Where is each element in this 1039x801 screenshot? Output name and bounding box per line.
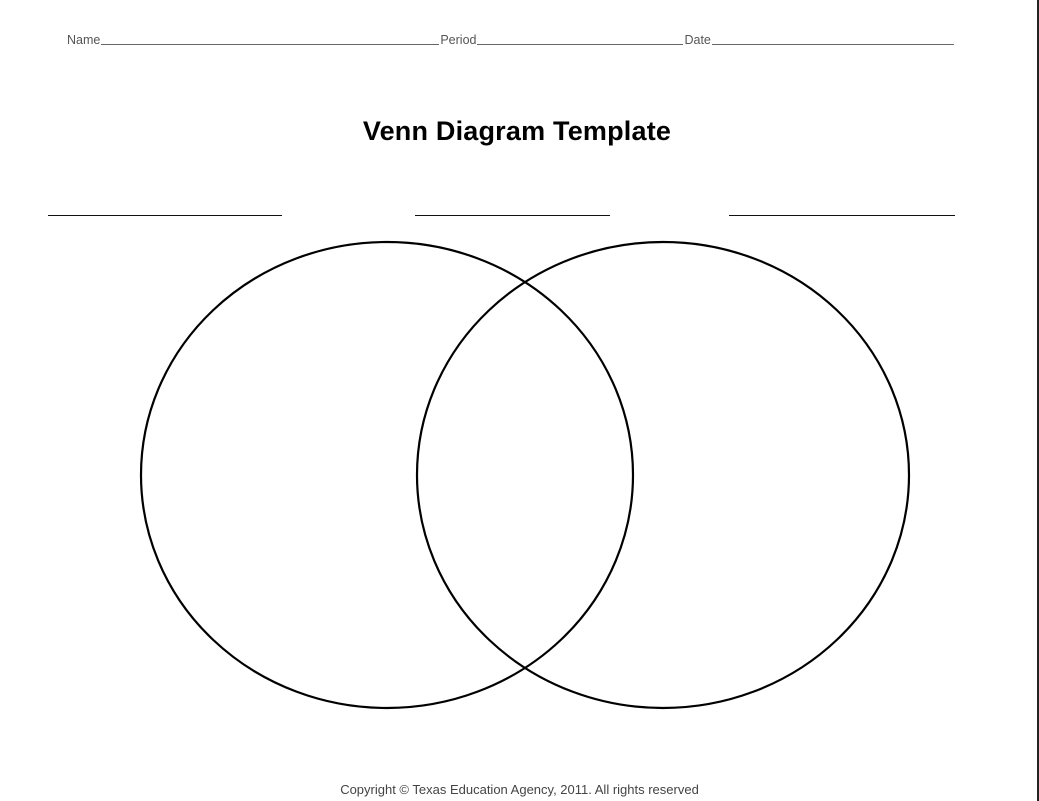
overlap-label-line[interactable] — [415, 215, 610, 216]
right-set-label-line[interactable] — [729, 215, 955, 216]
left-set-label-line[interactable] — [48, 215, 282, 216]
right-circle[interactable] — [415, 240, 911, 710]
page-title: Venn Diagram Template — [362, 116, 672, 146]
date-label: Date — [684, 33, 711, 47]
date-blank[interactable] — [711, 32, 954, 45]
student-info-header: Name Period Date — [67, 31, 955, 47]
period-blank[interactable] — [477, 32, 684, 45]
name-label: Name — [67, 33, 101, 47]
copyright-notice: Copyright © Texas Education Agency, 2011… — [340, 782, 699, 797]
left-circle[interactable] — [139, 240, 635, 710]
name-blank[interactable] — [101, 32, 440, 45]
period-label: Period — [440, 33, 477, 47]
